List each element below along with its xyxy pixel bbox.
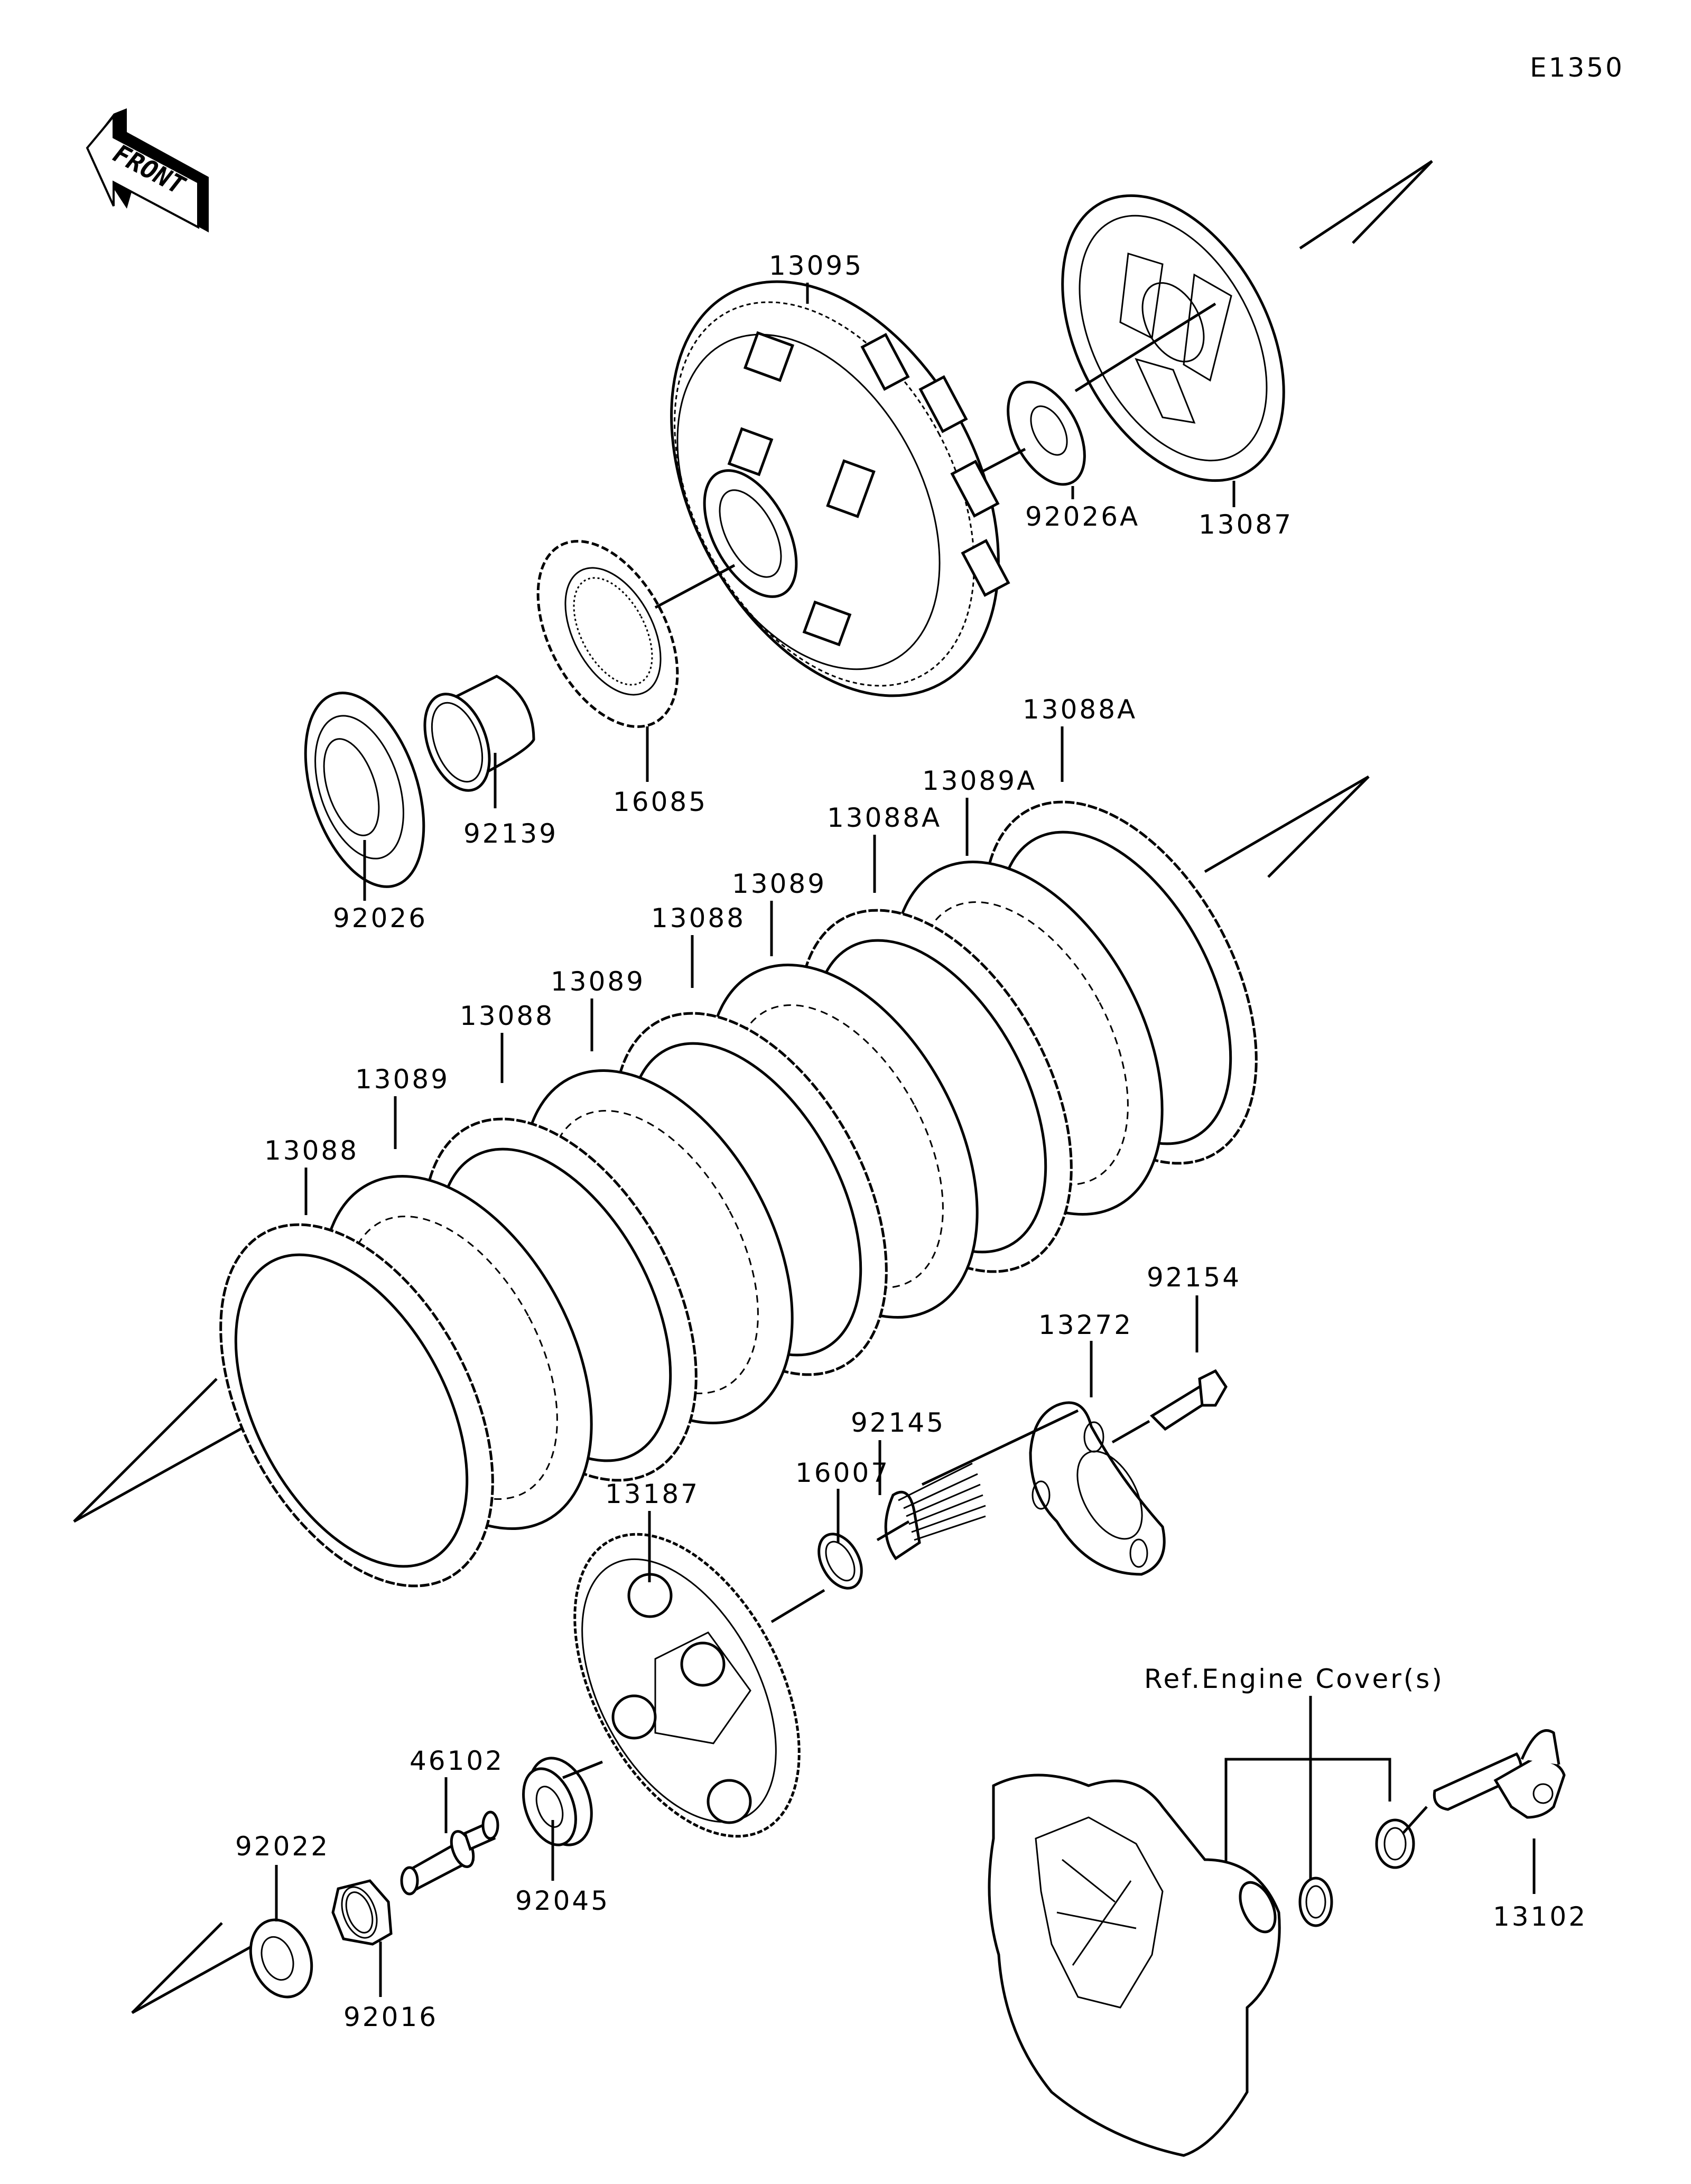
label-92045: 92045	[515, 1886, 610, 1916]
label-92139: 92139	[463, 818, 558, 849]
label-13089A: 13089A	[922, 766, 1037, 796]
front-arrow-icon: FRONT	[86, 108, 209, 232]
washer-92026A[interactable]	[992, 369, 1101, 497]
cover-seal	[1298, 1818, 1415, 1927]
sleeve-92139[interactable]	[413, 675, 535, 799]
gear-16085[interactable]	[509, 518, 736, 750]
label-46102: 46102	[410, 1746, 504, 1776]
bearing-92045[interactable]	[514, 1749, 603, 1853]
label-13088A-top: 13088A	[1023, 694, 1137, 725]
clutch-housing-13095[interactable]	[605, 226, 1065, 751]
engine-cover-reference	[988, 1774, 1281, 2157]
label-13089-1: 13089	[732, 869, 826, 899]
label-13088-3: 13088	[264, 1135, 359, 1166]
clutch-plate-stack	[164, 800, 1258, 1631]
label-13087: 13087	[1198, 509, 1293, 540]
label-92145: 92145	[851, 1407, 945, 1438]
label-13272: 13272	[1038, 1310, 1133, 1340]
label-13187: 13187	[605, 1479, 700, 1509]
ring-16007[interactable]	[810, 1520, 910, 1595]
label-92154: 92154	[1147, 1262, 1241, 1293]
pressure-plate-13187[interactable]	[528, 1497, 846, 1873]
label-13089-2: 13089	[551, 966, 645, 997]
push-rod-46102[interactable]	[400, 1810, 499, 1896]
label-13089-3: 13089	[355, 1064, 450, 1095]
label-13095: 13095	[769, 250, 863, 281]
label-92026: 92026	[333, 903, 428, 934]
label-13088-2: 13088	[460, 1001, 554, 1031]
label-92016: 92016	[343, 2002, 438, 2032]
label-16007: 16007	[795, 1458, 890, 1488]
label-13102: 13102	[1493, 1901, 1587, 1932]
label-92026A: 92026A	[1025, 501, 1140, 532]
clutch-hub-13087[interactable]	[1017, 158, 1329, 518]
bolt-92154[interactable]	[1111, 1369, 1228, 1444]
friction-plate-13088-3[interactable]	[164, 1179, 549, 1631]
label-92022: 92022	[235, 1831, 330, 1862]
washer-92026[interactable]	[283, 678, 446, 901]
reference-note: Ref.Engine Cover(s)	[1144, 1664, 1444, 1694]
release-lever-13102[interactable]	[1402, 1729, 1566, 1834]
label-13088A-mid: 13088A	[827, 802, 942, 833]
figure-code: E1350	[1530, 52, 1624, 83]
nut-92016[interactable]	[331, 1879, 393, 1946]
washer-92022[interactable]	[240, 1911, 322, 2006]
spring-plate-13272[interactable]	[1029, 1401, 1166, 1576]
label-16085: 16085	[613, 787, 708, 817]
label-13088-1: 13088	[651, 903, 746, 934]
